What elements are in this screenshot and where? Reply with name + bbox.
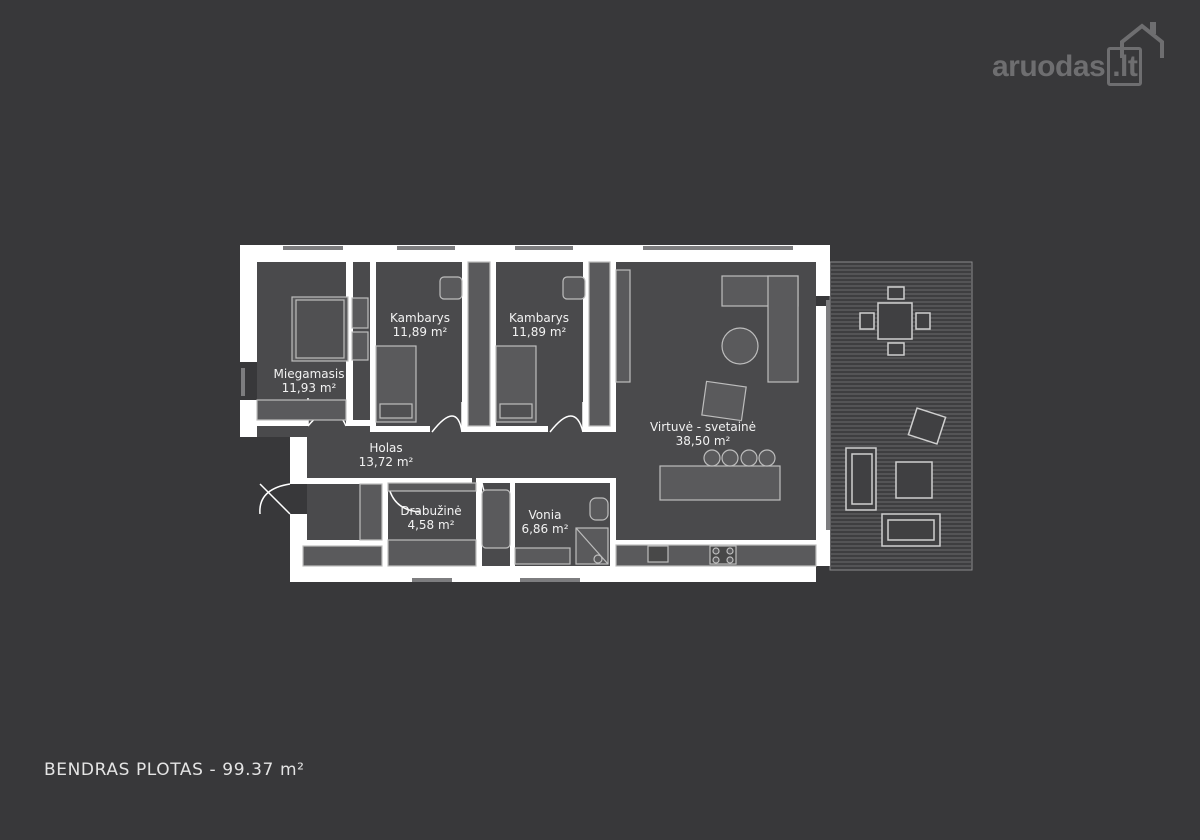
windows — [241, 246, 830, 582]
walls — [240, 245, 830, 582]
sofa-chaise — [767, 275, 799, 383]
room-label-drabuzine: Drabužinė — [400, 504, 461, 518]
cooktop — [709, 545, 737, 565]
tv-unit — [615, 269, 631, 383]
room-area-kambarys-2: 11,89 m² — [512, 325, 567, 339]
room-label-holas: Holas — [369, 441, 402, 455]
desk-chair — [439, 276, 463, 300]
room-area-holas: 13,72 m² — [359, 455, 414, 469]
furniture — [256, 261, 817, 567]
terrace — [829, 261, 973, 571]
room-label-kambarys-1: Kambarys — [390, 311, 450, 325]
doors — [259, 398, 584, 515]
room-area-vonia: 6,86 m² — [521, 522, 568, 536]
terrace-dining-table — [859, 286, 931, 356]
room-area-kambarys-1: 11,89 m² — [393, 325, 448, 339]
room-label-miegamasis: Miegamasis — [274, 367, 345, 381]
kitchen-island — [659, 465, 781, 501]
coffee-table — [721, 327, 759, 365]
washbasin — [514, 547, 571, 565]
room-labels: Miegamasis 11,93 m² Kambarys 11,89 m² Ka… — [274, 311, 757, 536]
room-label-vonia: Vonia — [529, 508, 562, 522]
room-area-virtuve: 38,50 m² — [676, 434, 731, 448]
interior-walls — [257, 262, 816, 566]
total-area: BENDRAS PLOTAS - 99.37 m² — [44, 760, 305, 780]
watermark-brand: aruodas — [992, 50, 1106, 83]
armchair — [701, 380, 747, 422]
room-label-virtuve: Virtuvė - svetainė — [650, 420, 756, 434]
watermark-logo: aruodas.lt — [992, 47, 1143, 86]
terrace-lounge-set — [845, 447, 941, 547]
house-logo-icon — [1120, 22, 1164, 58]
room-label-kambarys-2: Kambarys — [509, 311, 569, 325]
desk-chair — [562, 276, 586, 300]
toilet — [589, 497, 609, 521]
hall-wardrobe — [359, 483, 383, 541]
bathtub — [481, 489, 511, 549]
room-area-drabuzine: 4,58 m² — [407, 518, 454, 532]
terrace-armchair — [907, 407, 947, 445]
bedroom-wardrobe — [256, 399, 347, 421]
sink — [647, 545, 669, 563]
watermark-tld: .lt — [1107, 47, 1143, 86]
room-area-miegamasis: 11,93 m² — [282, 381, 337, 395]
